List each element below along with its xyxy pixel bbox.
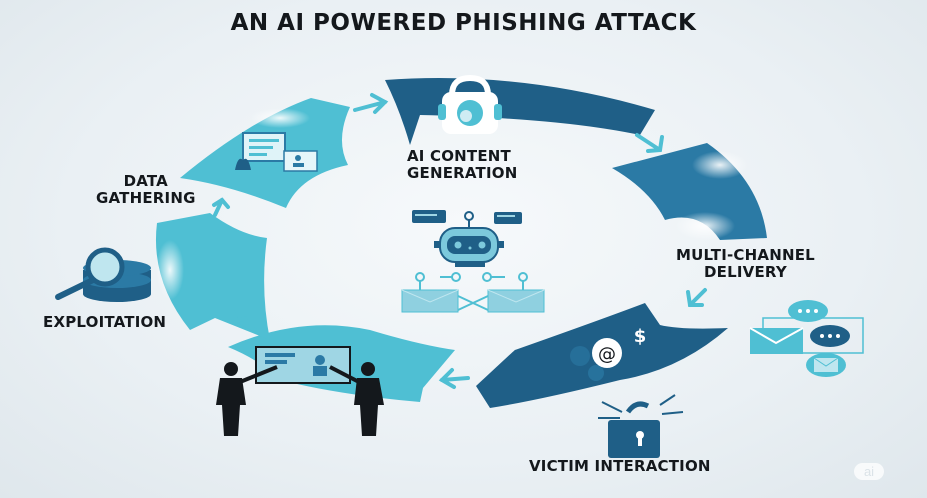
label-line: EXPLOITATION xyxy=(43,313,167,331)
broken-lock-icon xyxy=(598,394,684,458)
email-at-dollar-icon: @ $ xyxy=(570,326,646,381)
ai-robot-icon xyxy=(412,210,522,267)
label-line: GENERATION xyxy=(407,164,518,182)
label-line: DATA xyxy=(123,172,168,190)
page-title: AN AI POWERED PHISHING ATTACK xyxy=(230,10,697,36)
id-card-icon xyxy=(235,132,318,172)
label-multi-channel-delivery: MULTI-CHANNEL DELIVERY xyxy=(676,247,815,281)
arrow-to-data-gathering xyxy=(212,197,257,332)
label-data-gathering: DATA GATHERING xyxy=(96,173,196,207)
arrow-to-ai-content xyxy=(353,93,389,114)
arrow-to-multi-channel xyxy=(635,133,664,153)
label-line: VICTIM INTERACTION xyxy=(529,457,711,475)
label-exploitation: EXPLOITATION xyxy=(43,314,166,331)
segment-ai-content-generation xyxy=(385,78,655,145)
padlock-icon xyxy=(438,74,502,134)
database-search-icon xyxy=(55,247,151,302)
email-network-icon xyxy=(401,272,545,313)
message-channels-icon xyxy=(749,300,864,377)
ai-watermark: ai xyxy=(854,463,884,480)
label-line: MULTI-CHANNEL xyxy=(676,246,815,264)
arrow-to-exploitation xyxy=(438,368,470,389)
arrow-to-victim xyxy=(686,288,707,307)
label-victim-interaction: VICTIM INTERACTION xyxy=(529,458,711,475)
people-at-screen-icon xyxy=(216,346,384,436)
segment-data-gathering-lower xyxy=(155,213,270,340)
label-line: AI CONTENT xyxy=(407,147,511,165)
label-line: GATHERING xyxy=(96,189,196,207)
svg-text:@: @ xyxy=(598,344,616,365)
label-ai-content-generation: AI CONTENT GENERATION xyxy=(407,148,517,182)
svg-text:$: $ xyxy=(634,326,647,347)
label-line: DELIVERY xyxy=(704,263,787,281)
